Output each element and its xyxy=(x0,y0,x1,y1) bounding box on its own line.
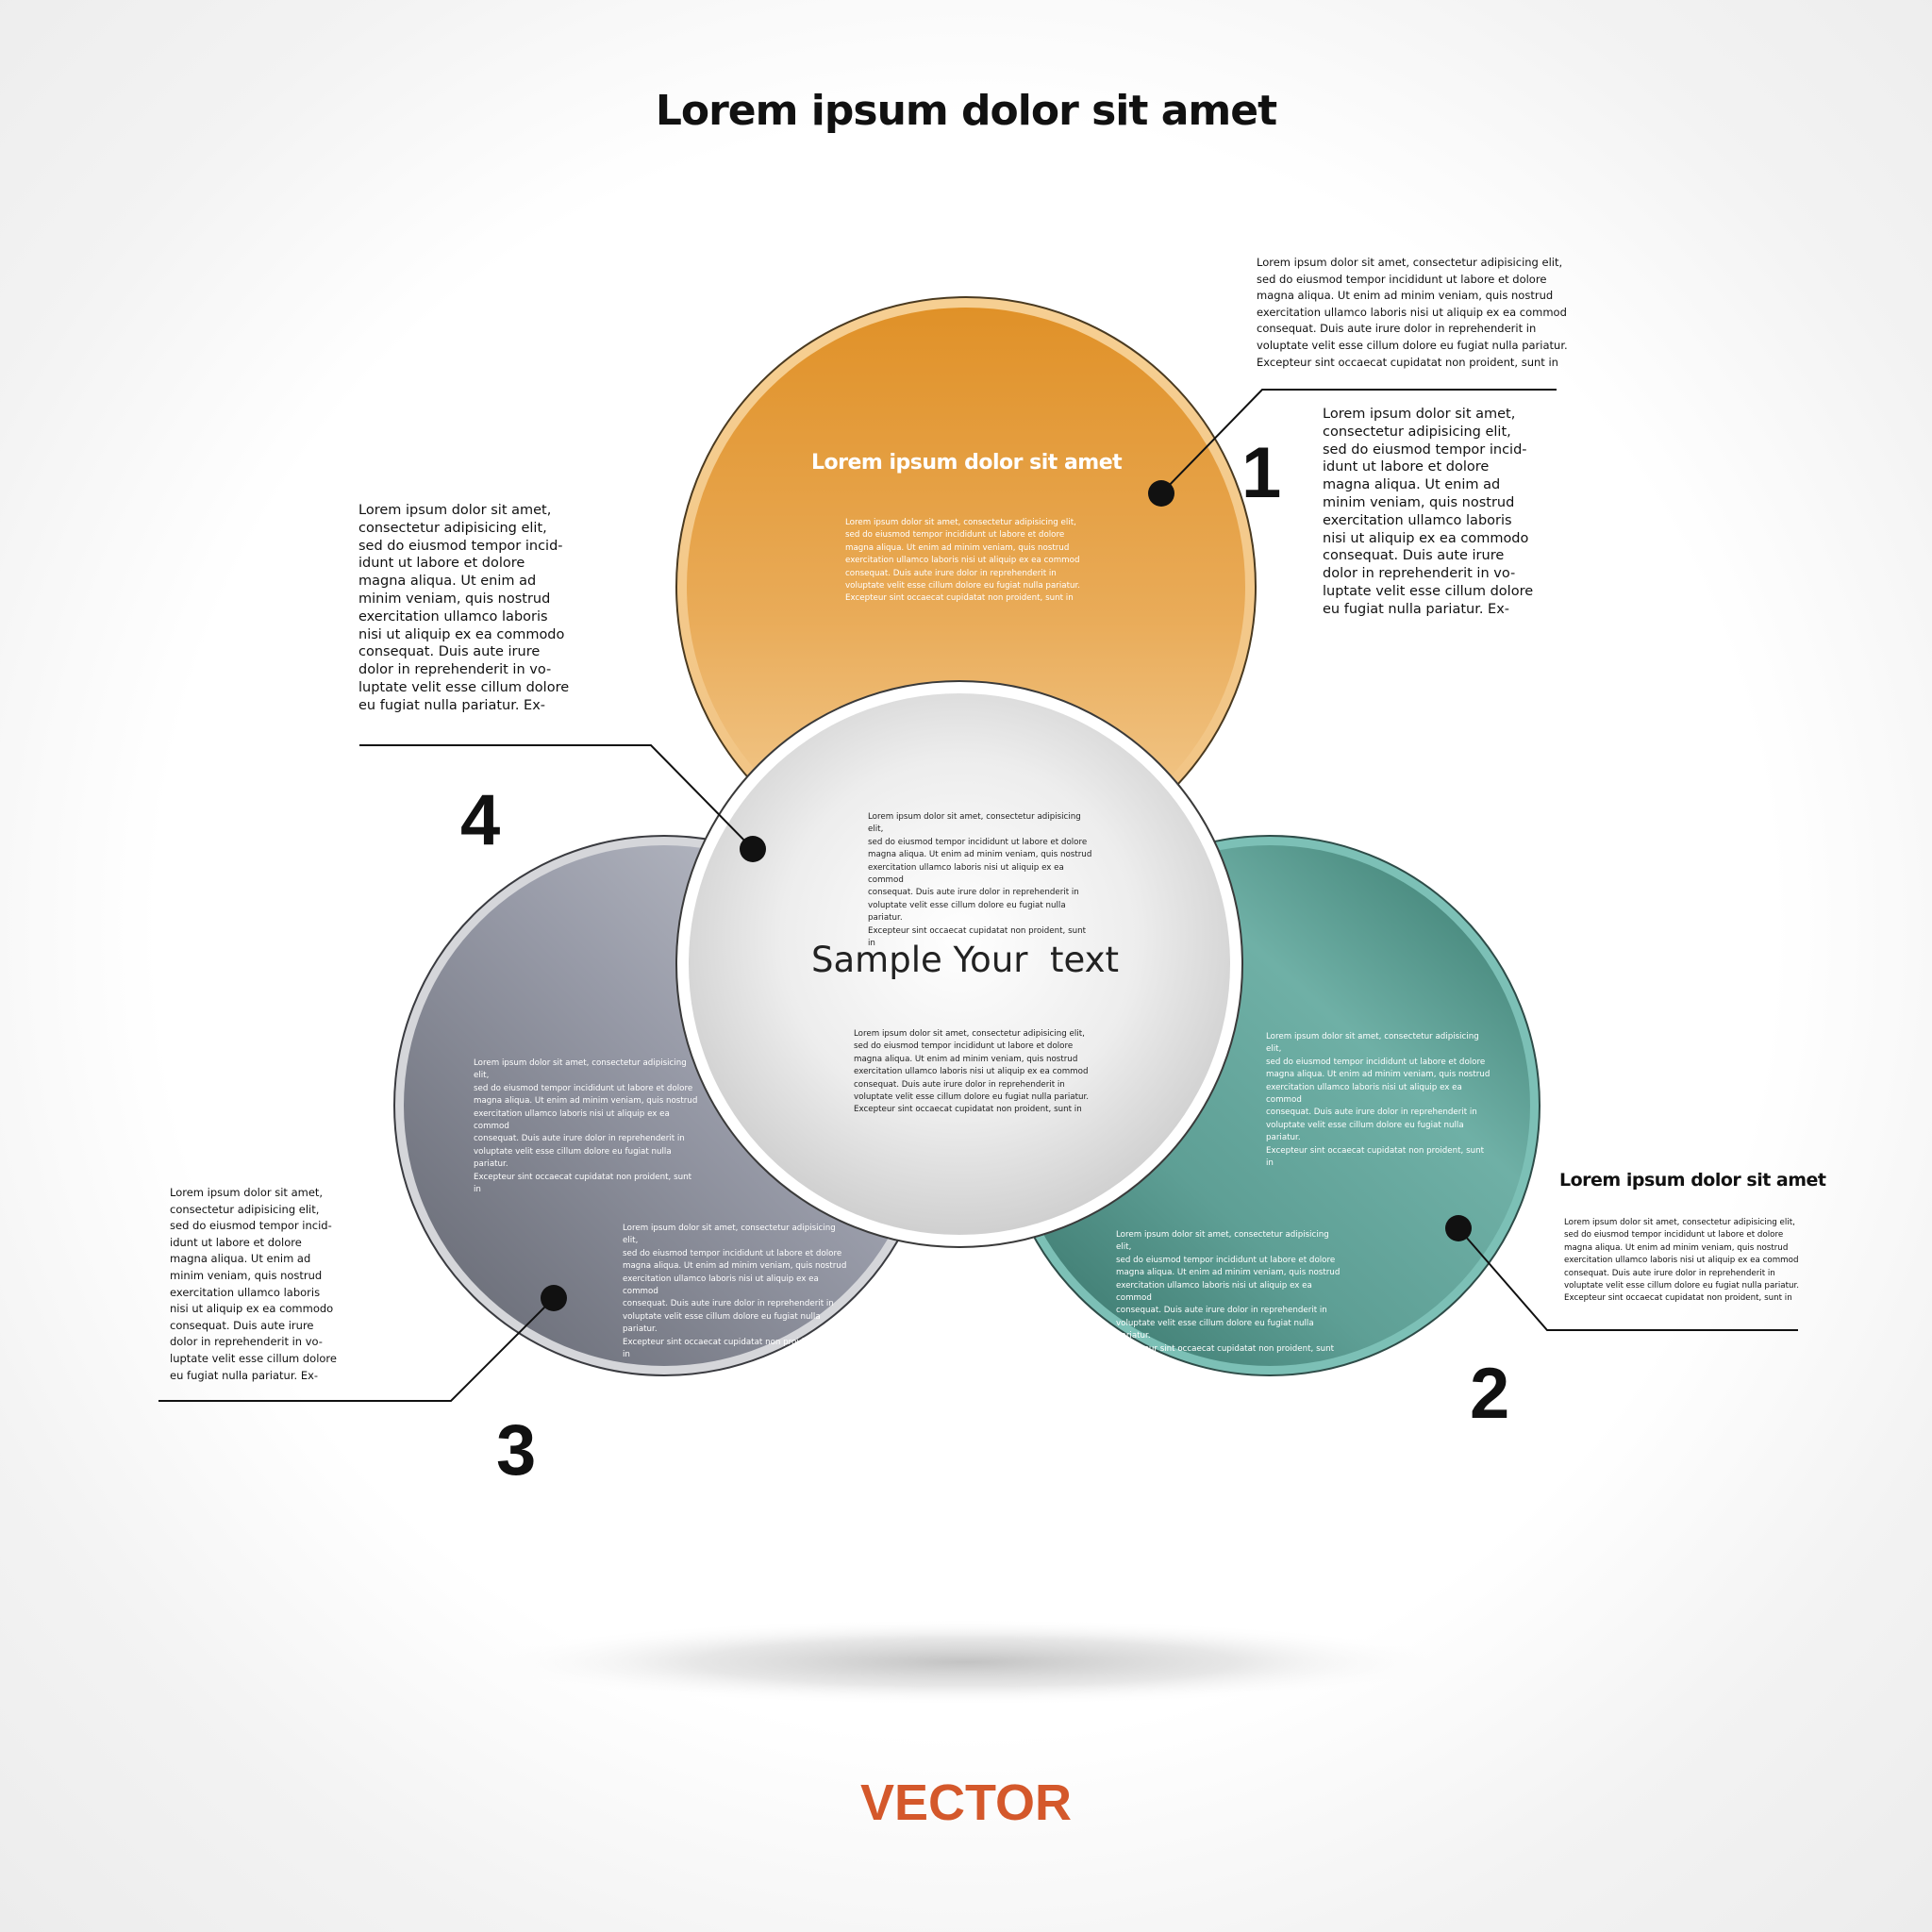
main-title: Lorem ipsum dolor sit amet xyxy=(655,87,1277,135)
center-circle-text-bottom: Lorem ipsum dolor sit amet, consectetur … xyxy=(854,1029,1090,1115)
callout-dot-4 xyxy=(740,836,766,862)
number-3: 3 xyxy=(496,1410,537,1491)
callout-3-text: Lorem ipsum dolor sit amet, consectetur … xyxy=(170,1186,337,1382)
gray-circle-text-top: Lorem ipsum dolor sit amet, consectetur … xyxy=(474,1058,698,1195)
callout-dot-3 xyxy=(541,1285,567,1311)
number-4: 4 xyxy=(460,780,501,860)
callout-4-text: Lorem ipsum dolor sit amet, consectetur … xyxy=(358,503,570,713)
callout-1-text-narrow: Lorem ipsum dolor sit amet, consectetur … xyxy=(1323,407,1534,617)
teal-circle-text-bottom: Lorem ipsum dolor sit amet, consectetur … xyxy=(1116,1230,1341,1367)
callout-line-2 xyxy=(1457,1227,1798,1331)
floor-shadow xyxy=(475,1619,1457,1706)
number-1: 1 xyxy=(1241,433,1282,513)
orange-circle-title: Lorem ipsum dolor sit amet xyxy=(811,451,1123,475)
vector-label: VECTOR xyxy=(859,1774,1073,1831)
gray-circle-text-bottom: Lorem ipsum dolor sit amet, consectetur … xyxy=(623,1224,847,1360)
callout-line-1 xyxy=(1160,389,1557,494)
orange-circle-text: Lorem ipsum dolor sit amet, consectetur … xyxy=(845,518,1081,604)
callout-line-4 xyxy=(359,744,754,850)
callout-dot-1 xyxy=(1148,480,1174,507)
callout-line-3 xyxy=(158,1297,555,1402)
callout-1-text-wide: Lorem ipsum dolor sit amet, consectetur … xyxy=(1257,256,1568,369)
callout-2-text: Lorem ipsum dolor sit amet, consectetur … xyxy=(1564,1218,1800,1304)
callout-dot-2 xyxy=(1445,1215,1472,1241)
center-circle xyxy=(689,693,1230,1235)
center-circle-text-top: Lorem ipsum dolor sit amet, consectetur … xyxy=(868,812,1092,949)
callout-2-title: Lorem ipsum dolor sit amet xyxy=(1559,1170,1826,1191)
teal-circle-text-top: Lorem ipsum dolor sit amet, consectetur … xyxy=(1266,1032,1491,1169)
number-2: 2 xyxy=(1470,1354,1510,1434)
center-label: Sample Your text xyxy=(811,940,1120,980)
